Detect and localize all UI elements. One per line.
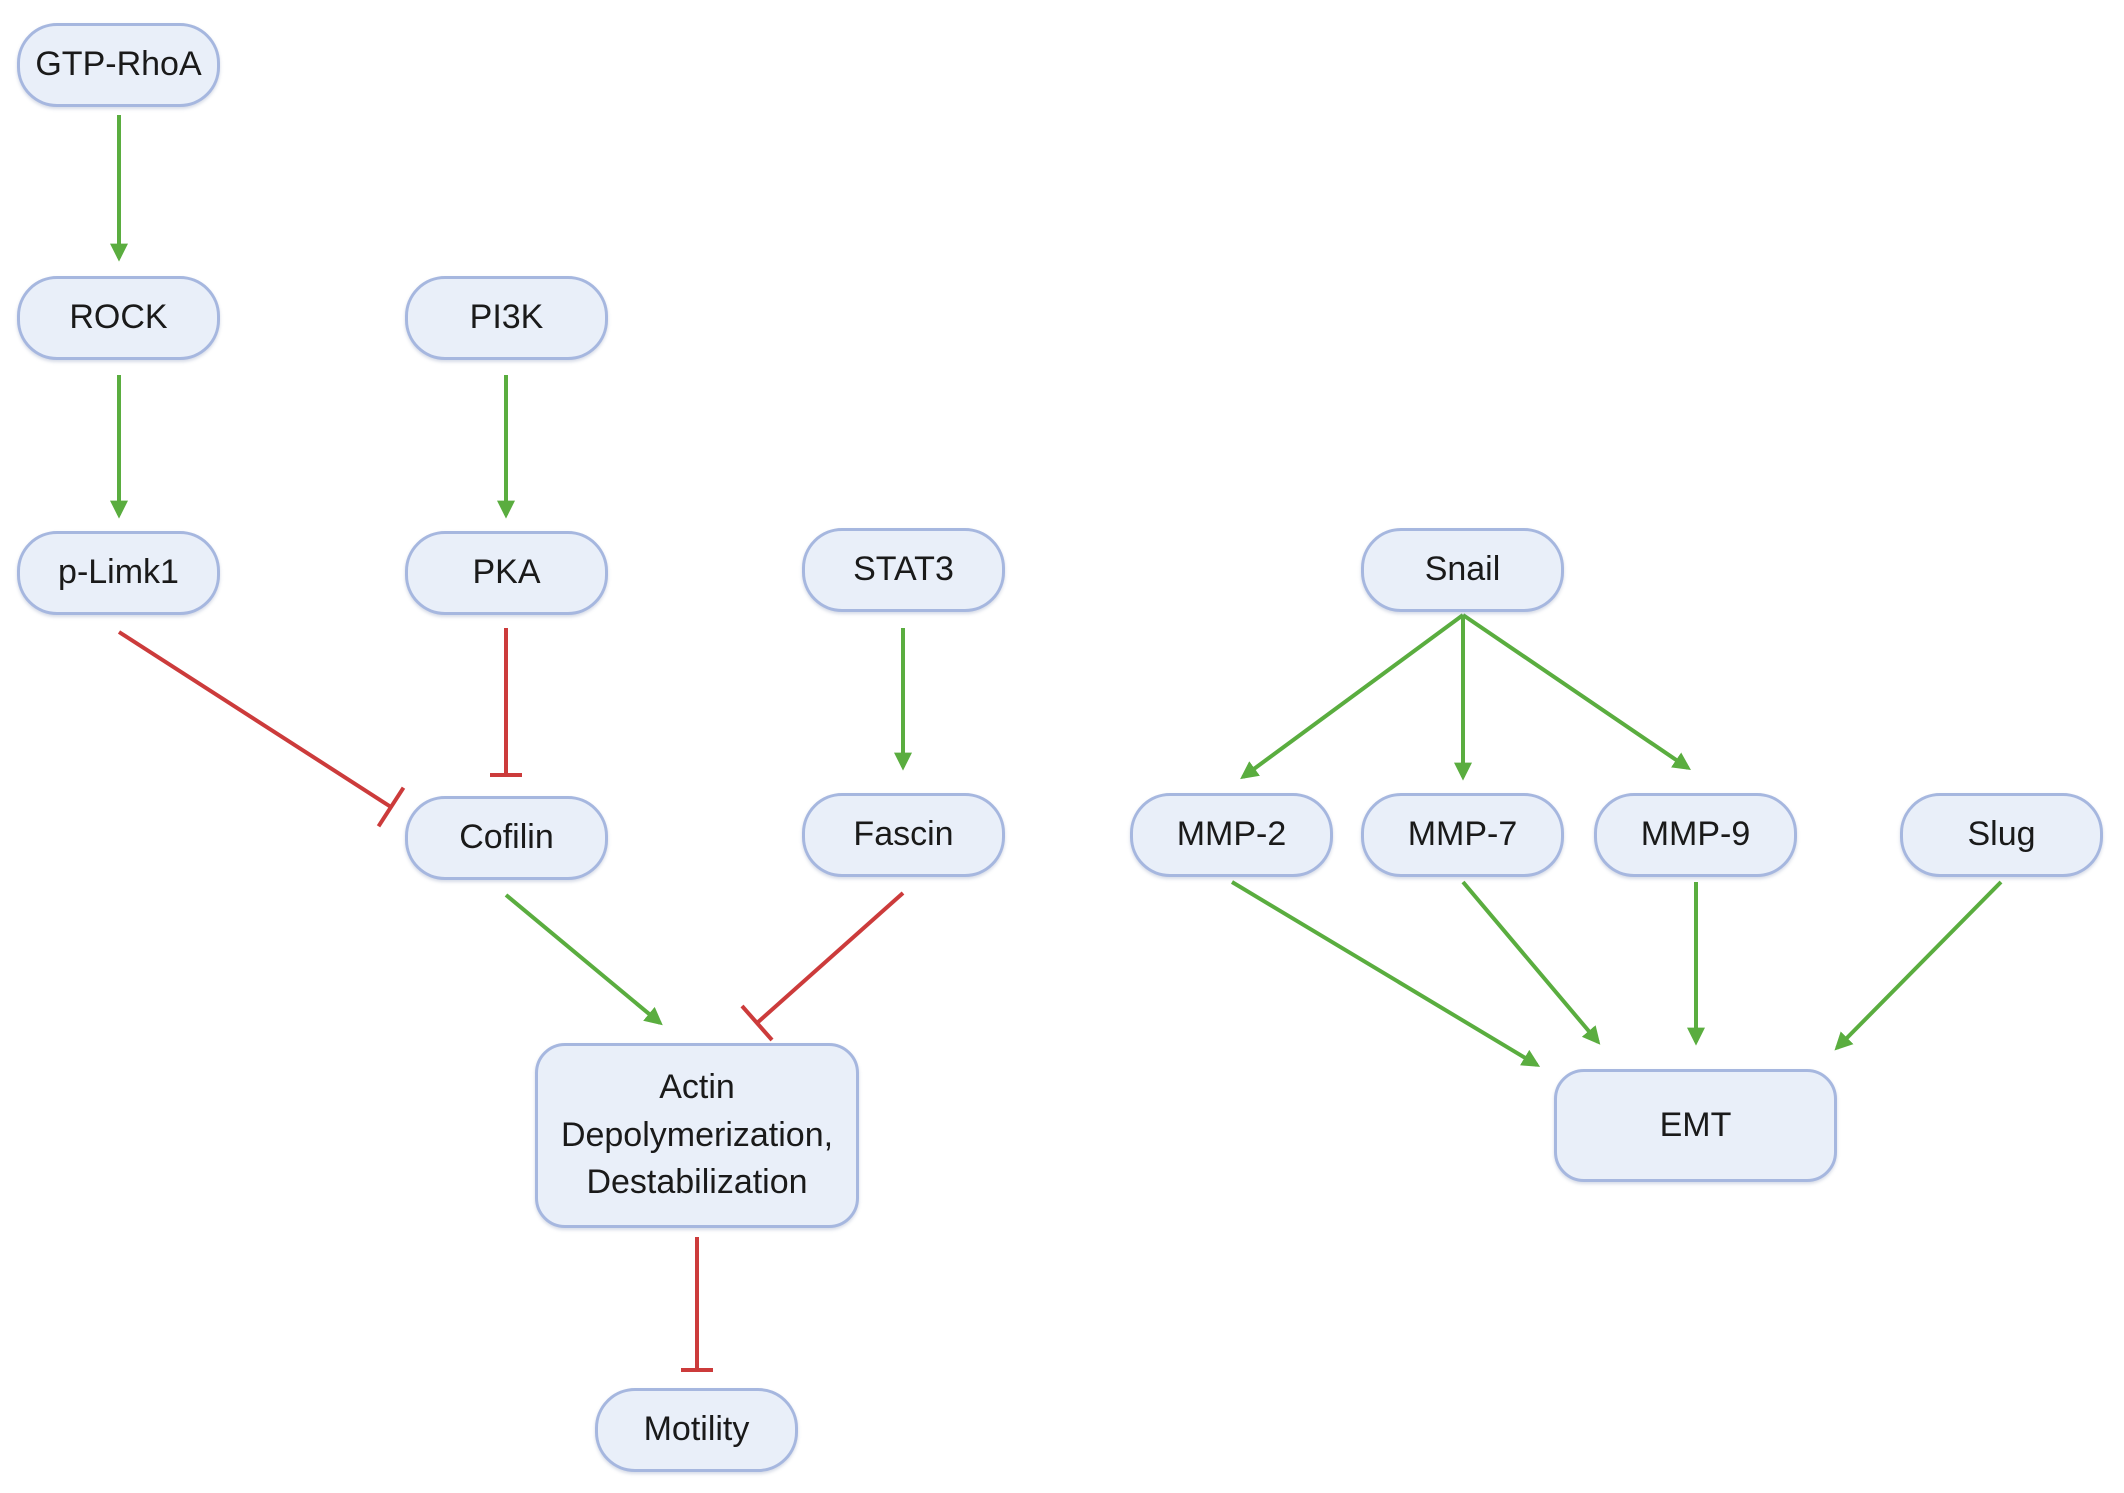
node-mmp-2: MMP-2 [1130,793,1333,877]
node-rock: ROCK [17,276,220,360]
edge-cofilin-actin [504,893,663,1026]
edge-plimk1-cofilin [117,630,406,828]
edge-slug-emt [1834,880,2003,1051]
edge-mmp7-emt [1461,880,1601,1045]
node-fascin: Fascin [802,793,1005,877]
node-actin-depolymerization: Actin Depolymerization, Destabilization [535,1043,859,1228]
node-snail: Snail [1361,528,1564,612]
node-p-limk1: p-Limk1 [17,531,220,615]
edge-mmp2-emt [1230,880,1541,1067]
edge-pka-cofilin [490,628,522,777]
node-emt: EMT [1554,1069,1837,1182]
node-mmp-9: MMP-9 [1594,793,1797,877]
node-cofilin: Cofilin [405,796,608,880]
edge-actin-motility [681,1237,713,1372]
node-gtp-rhoa: GTP-RhoA [17,23,220,107]
edge-snail-mmp9 [1461,613,1691,771]
node-motility: Motility [595,1388,798,1472]
node-pka: PKA [405,531,608,615]
node-stat3: STAT3 [802,528,1005,612]
node-slug: Slug [1900,793,2103,877]
node-pi3k: PI3K [405,276,608,360]
node-mmp-7: MMP-7 [1361,793,1564,877]
edge-snail-mmp2 [1240,613,1465,780]
edge-fascin-actin [740,891,905,1042]
